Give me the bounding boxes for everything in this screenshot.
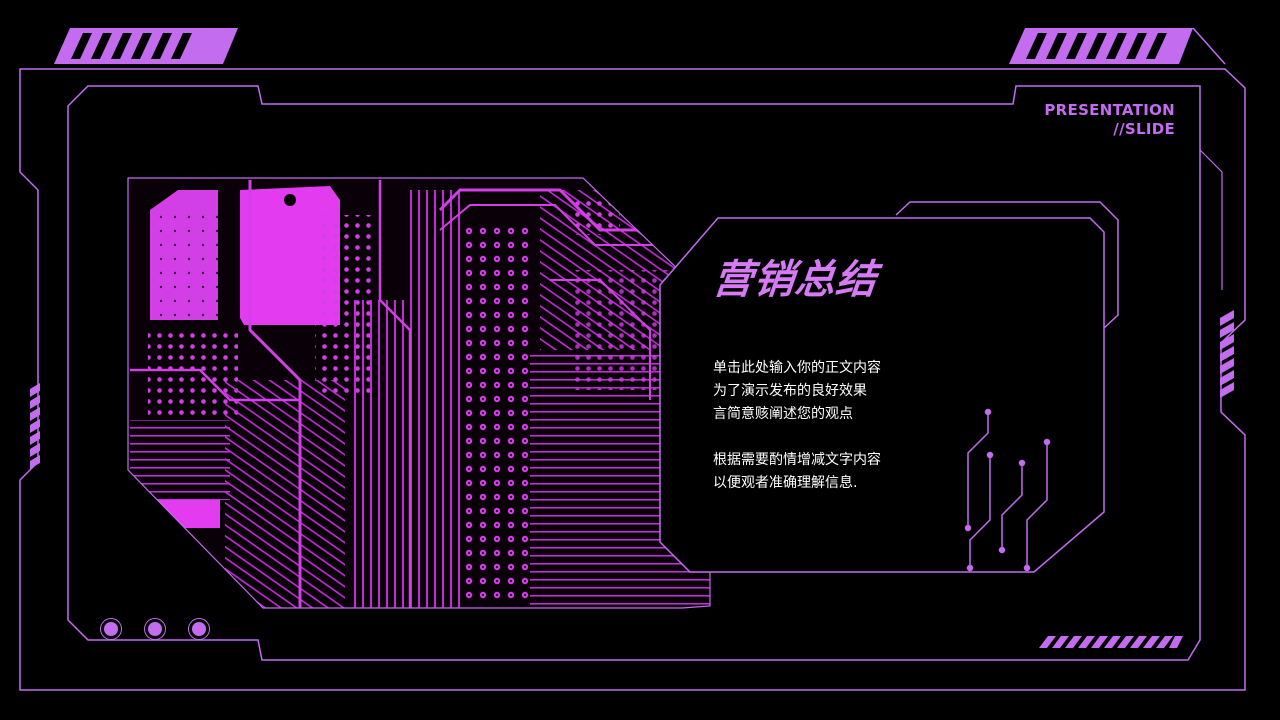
content-panel — [659, 217, 1105, 573]
text-line: 根据需要酌情增减文字内容 — [713, 452, 881, 468]
text-line: 单击此处输入你的正文内容 — [713, 360, 881, 376]
brand-line-2: //SLIDE — [1113, 120, 1175, 138]
body-text: 单击此处输入你的正文内容 为了演示发布的良好效果 言简意赅阐述您的观点 根据需要… — [713, 357, 973, 495]
outer-frame — [19, 68, 1246, 691]
brand-line-1: PRESENTATION — [1044, 101, 1175, 119]
dot-icon — [144, 618, 166, 640]
stripe-bar-icon — [54, 28, 238, 64]
text-line: 言简意赅阐述您的观点 — [713, 406, 853, 422]
inner-frame — [67, 85, 1201, 661]
stripe-bar-icon — [1039, 636, 1183, 648]
paragraph-1: 单击此处输入你的正文内容 为了演示发布的良好效果 言简意赅阐述您的观点 — [713, 357, 973, 426]
text-line: 以便观者准确理解信息. — [713, 475, 858, 491]
dot-indicator — [100, 618, 210, 640]
circuit-board-image — [128, 178, 710, 608]
stripe-bar-icon — [30, 383, 40, 469]
dot-icon — [188, 618, 210, 640]
brand-label: PRESENTATION //SLIDE — [1044, 101, 1175, 139]
stripe-bar-icon — [1009, 27, 1226, 65]
slide-title: 营销总结 — [710, 257, 880, 303]
paragraph-2: 根据需要酌情增减文字内容 以便观者准确理解信息. — [713, 449, 973, 495]
text-line: 为了演示发布的良好效果 — [713, 383, 867, 399]
stripe-bar-icon — [1220, 310, 1234, 398]
circuit-trace-icon — [964, 408, 1051, 572]
dot-icon — [100, 618, 122, 640]
